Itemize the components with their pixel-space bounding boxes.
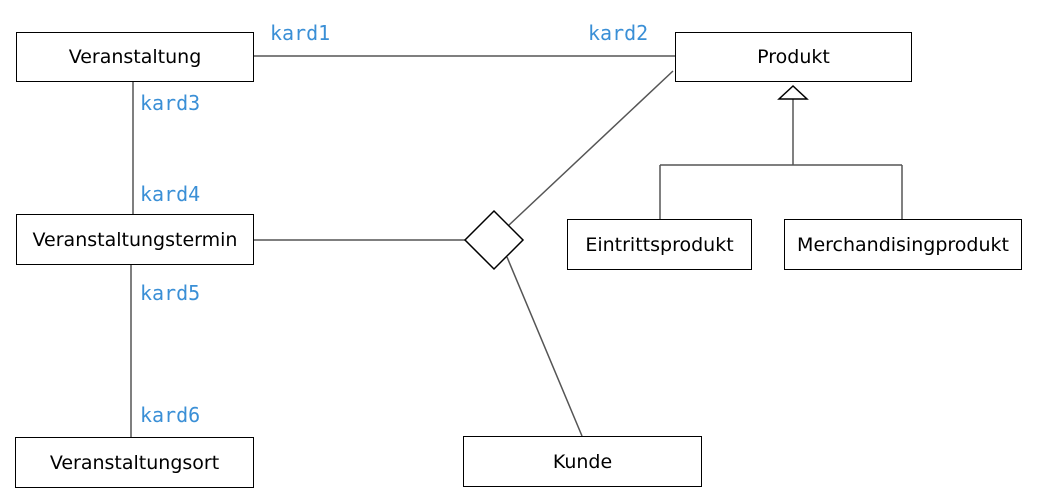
entity-veranstaltung[interactable]: Veranstaltung <box>16 32 254 82</box>
cardinality-kard3: kard3 <box>140 91 201 115</box>
entity-veranstaltungstermin[interactable]: Veranstaltungstermin <box>16 214 254 265</box>
cardinality-kard6: kard6 <box>140 403 201 427</box>
entity-merchandisingprodukt[interactable]: Merchandisingprodukt <box>784 219 1022 270</box>
cardinality-kard5: kard5 <box>140 281 201 305</box>
entity-produkt[interactable]: Produkt <box>675 32 912 82</box>
inheritance-triangle-icon <box>777 84 809 100</box>
entity-veranstaltungsort[interactable]: Veranstaltungsort <box>15 437 254 488</box>
cardinality-kard1: kard1 <box>270 21 331 45</box>
line-relationship-kunde <box>506 256 583 437</box>
relationship-diamond <box>463 209 525 271</box>
entity-eintrittsprodukt[interactable]: Eintrittsprodukt <box>567 219 752 270</box>
line-relationship-produkt <box>507 70 674 227</box>
entity-kunde[interactable]: Kunde <box>463 436 702 487</box>
cardinality-kard4: kard4 <box>140 182 201 206</box>
cardinality-kard2: kard2 <box>588 21 649 45</box>
